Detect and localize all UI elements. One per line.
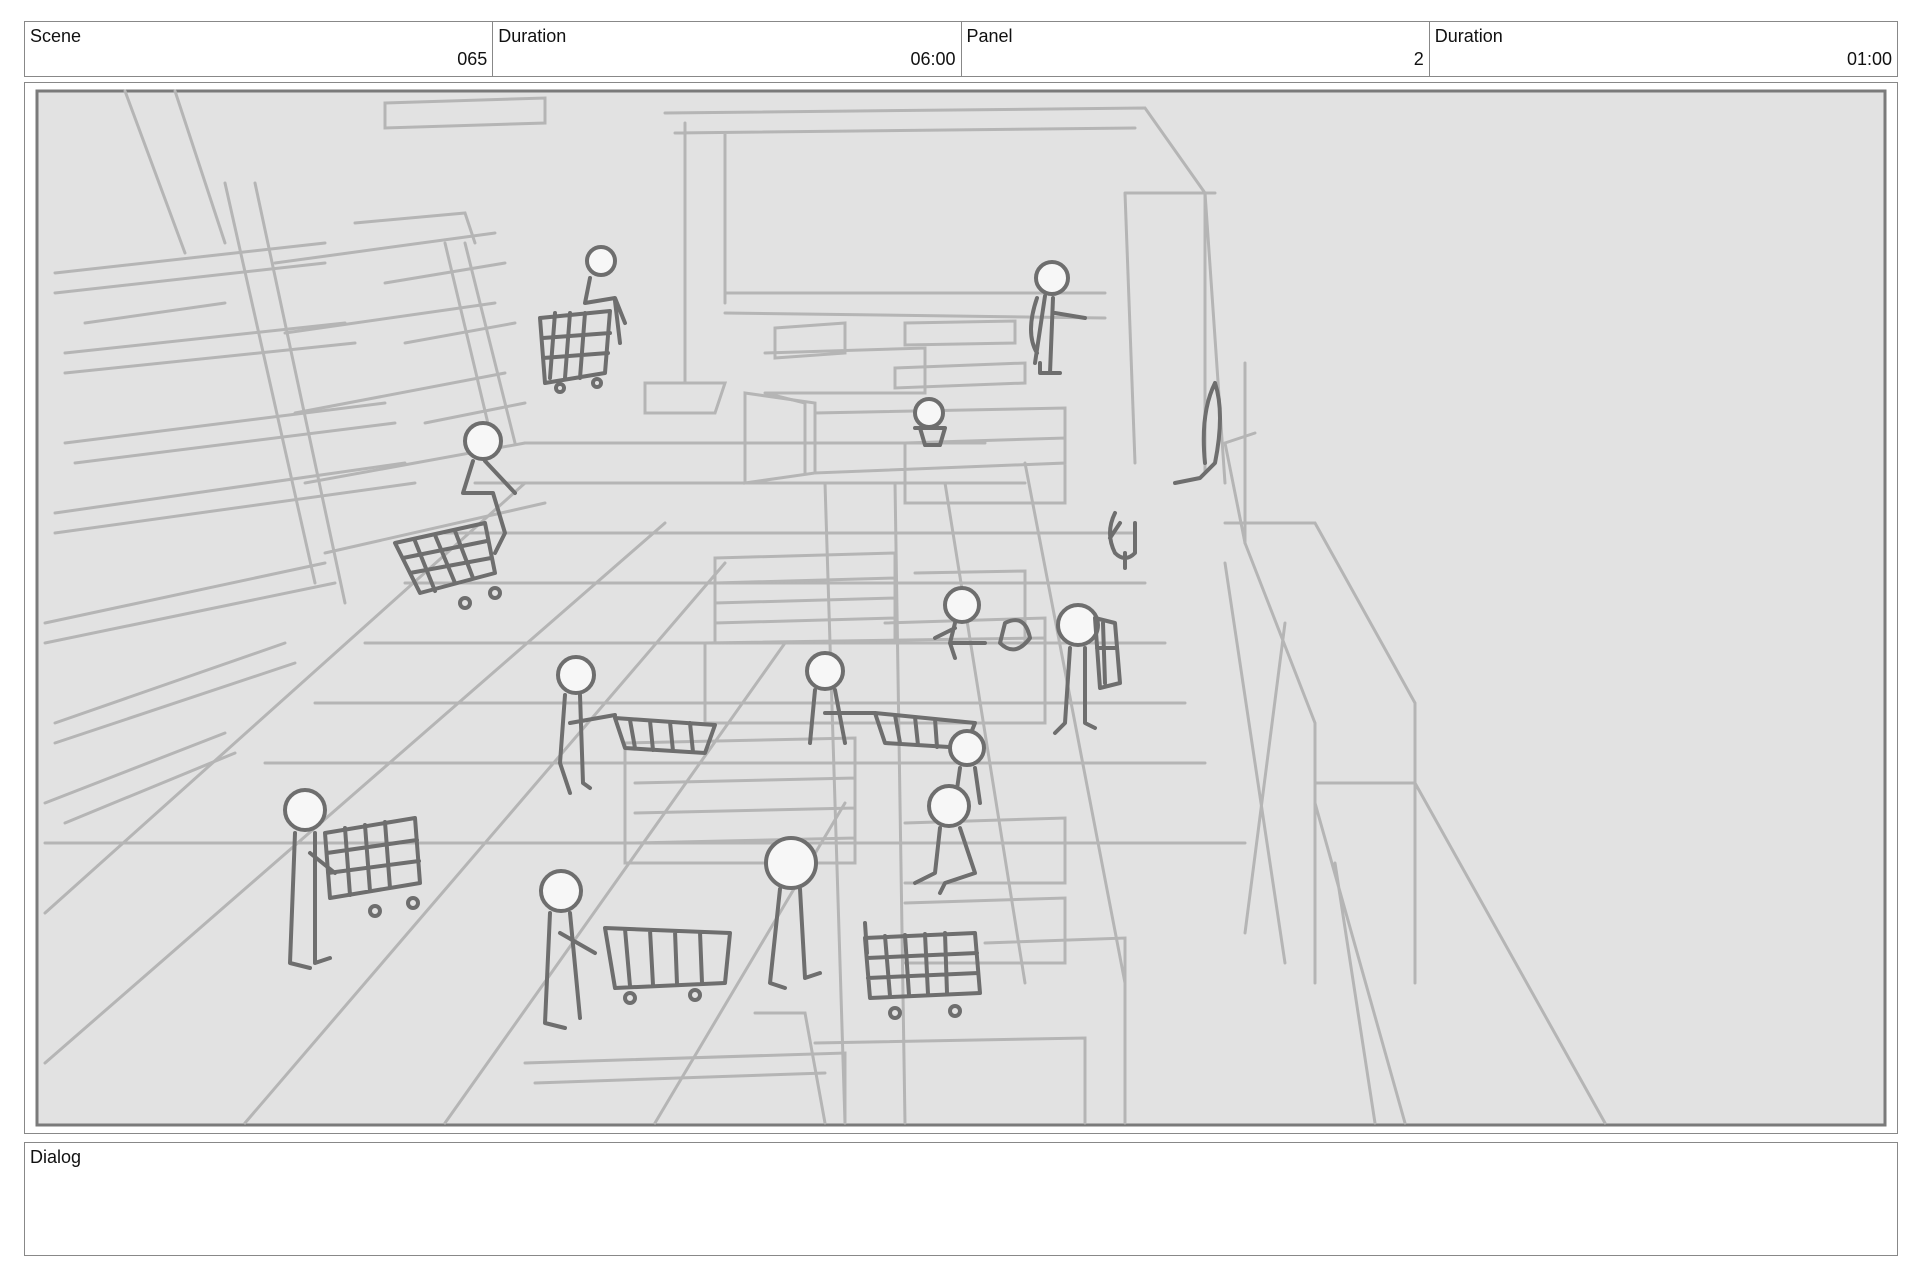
storyboard-header: Scene 065 Duration 06:00 Panel 2 Duratio…: [24, 21, 1898, 77]
panel-cell: Panel 2: [962, 22, 1430, 76]
panel-duration-cell: Duration 01:00: [1430, 22, 1897, 76]
scene-duration-value: 06:00: [910, 49, 956, 69]
scene-label: Scene: [30, 26, 82, 46]
dialog-box[interactable]: Dialog: [24, 1142, 1898, 1256]
scene-number: 065: [457, 49, 488, 69]
store-background-sketch: [43, 89, 1607, 1125]
panel-duration-label: Duration: [1434, 26, 1503, 46]
panel-number: 2: [1413, 49, 1424, 69]
scene-cell: Scene 065: [25, 22, 494, 76]
scene-duration-cell: Duration 06:00: [493, 22, 962, 76]
scene-duration-label: Duration: [498, 26, 567, 46]
shoppers-sketch: [283, 245, 1222, 1030]
panel-duration-value: 01:00: [1846, 49, 1892, 69]
storyboard-panel[interactable]: [24, 82, 1898, 1134]
panel-label: Panel: [966, 26, 1013, 46]
dialog-label: Dialog: [30, 1147, 82, 1167]
panel-sketch: [35, 89, 1887, 1127]
